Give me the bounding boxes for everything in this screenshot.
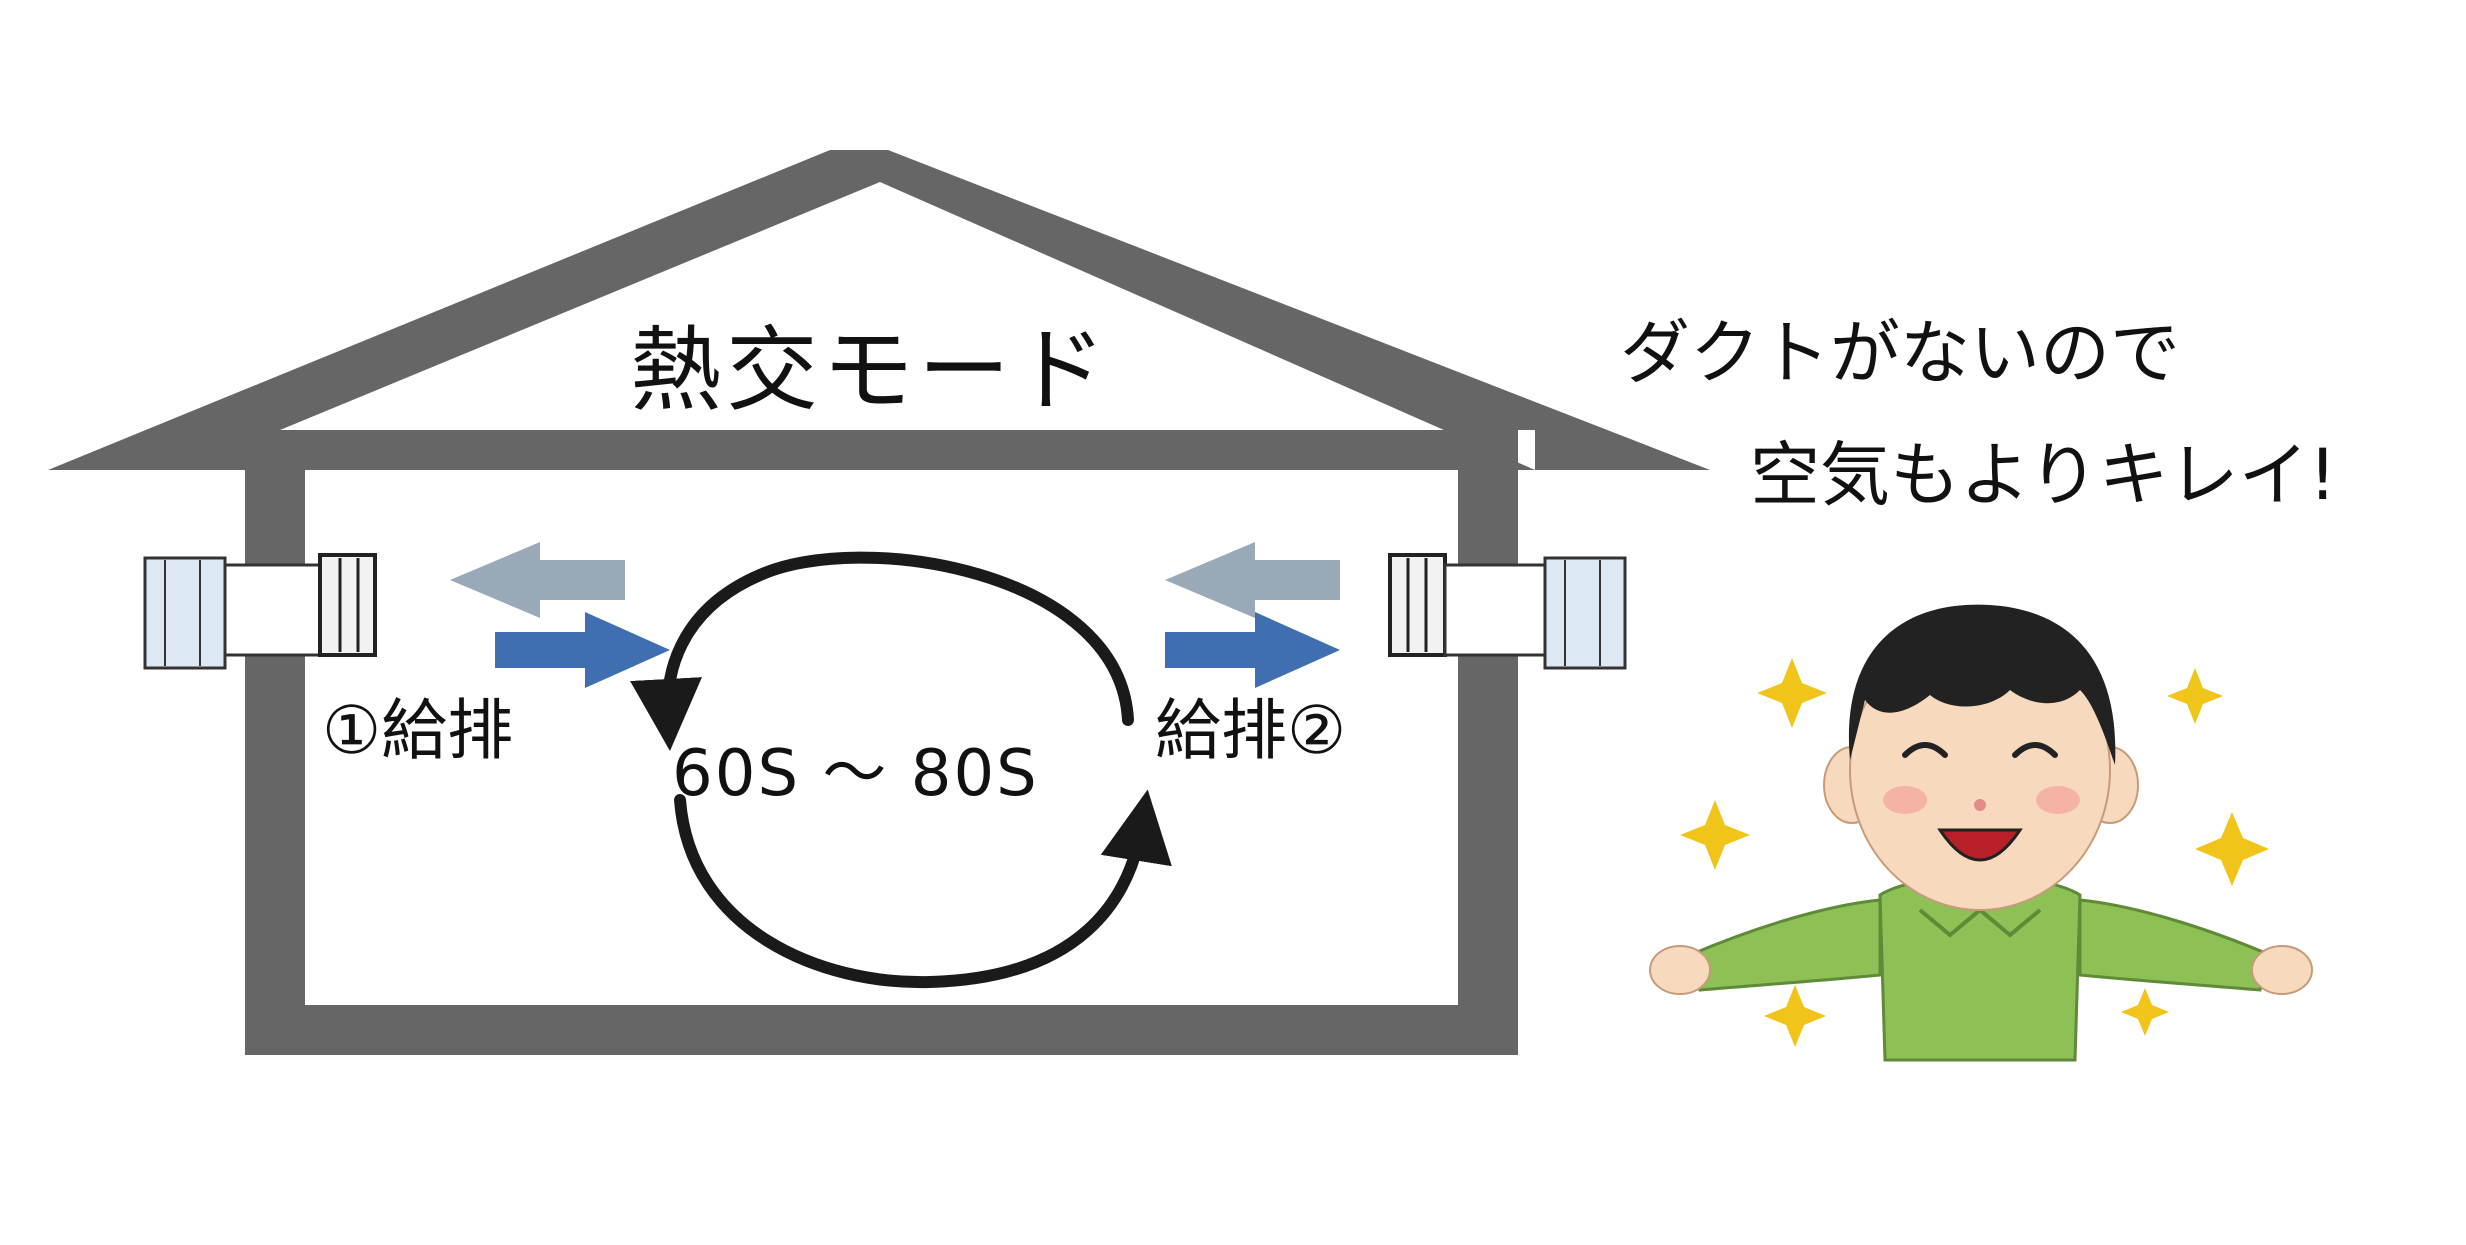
right-unit-label: 給排② (1155, 692, 1347, 769)
left-ventilator-icon (143, 553, 377, 670)
left-unit-label: ①給排 (322, 692, 514, 769)
message-line-1: ダクトがないので (1620, 312, 2180, 394)
right-supply-arrow (1165, 612, 1340, 688)
sparkles (1680, 658, 2269, 1047)
happy-person-illustration (1649, 604, 2313, 1062)
cycle-time-label: 60S 〜 80S (672, 737, 1039, 811)
left-supply-arrow (495, 612, 670, 688)
cycle-arrow-bottom (674, 789, 1172, 989)
cycle-arrows (630, 551, 1172, 989)
cycle-arrow-top (630, 551, 1134, 751)
mode-title: 熱交モード (630, 317, 1111, 424)
right-exhaust-arrow (1165, 542, 1340, 618)
right-ventilator-icon (1388, 553, 1627, 670)
left-exhaust-arrow (450, 542, 625, 618)
roof (48, 150, 1710, 470)
house (48, 150, 1710, 1055)
message-line-2: 空気もよりキレイ! (1750, 434, 2337, 516)
